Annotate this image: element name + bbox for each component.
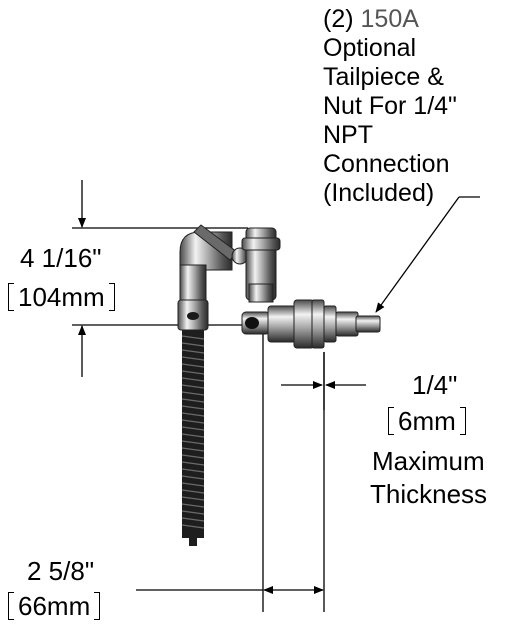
callout-line-2: Tailpiece &: [323, 63, 444, 91]
callout-line-3: Nut For 1/4": [323, 92, 457, 120]
callout-line-5: Connection: [323, 150, 450, 178]
thickness-metric: 6mm: [388, 406, 466, 436]
callout-leader: [375, 196, 480, 313]
height-imperial: 4 1/16": [20, 243, 102, 273]
callout-qty: (2): [323, 5, 354, 33]
thickness-dimension: [262, 318, 366, 612]
callout-model-number: 150A: [360, 5, 419, 33]
width-metric-box: 66mm: [8, 591, 101, 621]
thickness-note-maximum: Maximum: [372, 446, 485, 476]
callout-line-6: (Included): [323, 179, 435, 207]
height-metric-box: 104mm: [8, 282, 115, 312]
width-imperial: 2 5/8": [27, 556, 95, 586]
thickness-imperial: 1/4": [412, 370, 458, 400]
callout-qty-line: (2) 150A: [323, 5, 419, 34]
height-metric: 104mm: [8, 282, 115, 312]
height-dimension: [72, 180, 248, 377]
valve-assembly: [177, 224, 381, 546]
width-metric: 66mm: [8, 591, 101, 621]
callout-line-1: Optional: [323, 34, 417, 62]
lever-handle: [193, 224, 249, 265]
thickness-metric-box: 6mm: [388, 406, 466, 436]
thickness-note-thickness: Thickness: [370, 479, 488, 509]
flex-hose: [181, 330, 205, 546]
callout-line-4: NPT: [323, 121, 373, 149]
